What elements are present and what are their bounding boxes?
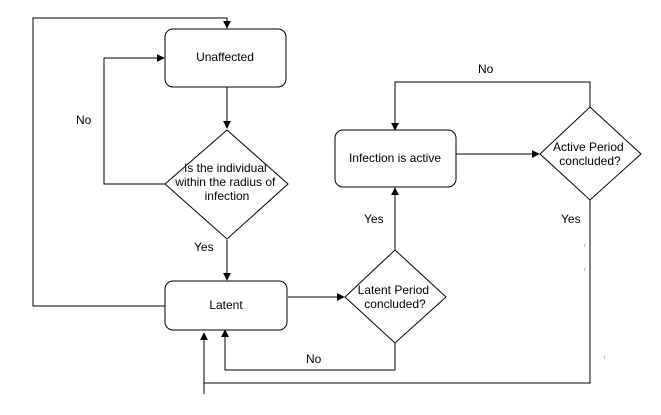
- edge-label-active-no: No: [478, 62, 494, 76]
- node-active-check: Active Period concluded?: [539, 106, 642, 201]
- node-radius-check-line-3: infection: [205, 189, 250, 203]
- scan-mark: [584, 244, 585, 247]
- node-latent-check-label: Latent Period concluded?: [358, 283, 433, 311]
- edge-label-latent-no: No: [306, 352, 322, 366]
- node-radius-check-label: Is the individual within the radius of i…: [174, 161, 278, 203]
- edge-label-latent-yes: Yes: [364, 212, 384, 226]
- node-latent-check-line-2: concluded?: [364, 297, 426, 311]
- node-latent-check-line-1: Latent Period: [358, 283, 429, 297]
- edge-active-check-no-loop: [391, 81, 591, 131]
- node-unaffected-label: Unaffected: [196, 50, 254, 64]
- node-active-check-line-1: Active Period: [553, 140, 624, 154]
- scan-mark: [604, 356, 605, 359]
- node-radius-check-line-1: Is the individual: [184, 161, 267, 175]
- scan-mark: [584, 268, 585, 271]
- node-radius-check: Is the individual within the radius of i…: [164, 129, 289, 240]
- node-latent-check: Latent Period concluded?: [344, 249, 447, 344]
- node-infection-active: Infection is active: [334, 129, 457, 188]
- edge-latent-check-no-loop: [221, 329, 396, 371]
- node-active-check-label: Active Period concluded?: [553, 140, 627, 168]
- node-radius-check-line-2: within the radius of: [174, 175, 276, 189]
- edge-label-active-yes: Yes: [561, 212, 581, 226]
- edge-label-radius-yes: Yes: [194, 240, 214, 254]
- edge-label-radius-no: No: [76, 113, 92, 127]
- node-infection-active-label: Infection is active: [349, 151, 441, 165]
- node-latent: Latent: [164, 280, 288, 331]
- node-latent-label: Latent: [209, 298, 243, 312]
- edge-radius-check-no-loop: [103, 54, 166, 185]
- node-active-check-line-2: concluded?: [559, 154, 621, 168]
- node-unaffected: Unaffected: [164, 28, 287, 88]
- edge-latent-to-unaffected: [32, 17, 231, 307]
- edge-active-check-yes-to-latent: [200, 200, 591, 384]
